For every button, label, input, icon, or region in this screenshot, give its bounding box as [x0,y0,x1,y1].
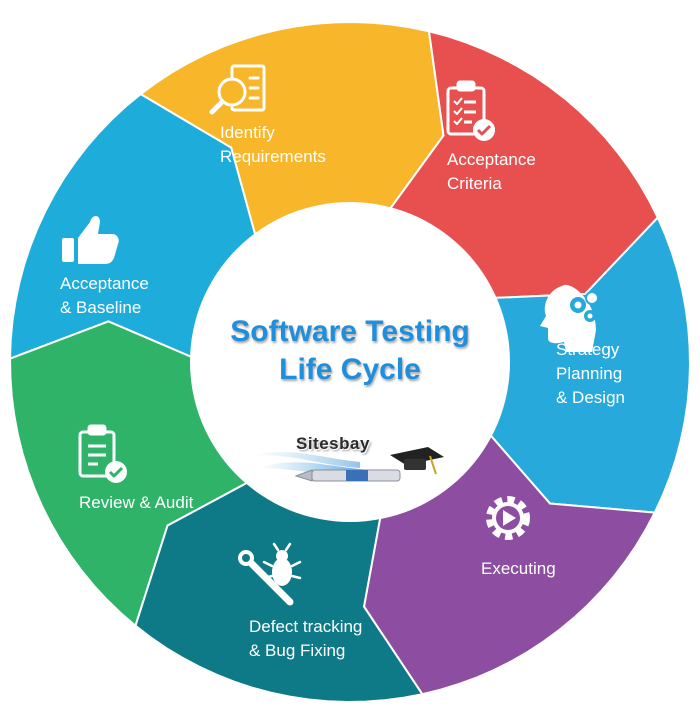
stage-label-line: Acceptance [60,272,149,296]
stage-label-line: Criteria [447,172,536,196]
stage-label-identify-requirements: Identify Requirements [220,121,326,169]
stage-label-executing: Executing [481,557,556,581]
stage-label-line: & Bug Fixing [249,639,362,663]
stage-label-line: Identify [220,121,326,145]
thumbs-up-icon [62,216,119,264]
stage-label-line: Strategy [556,338,625,362]
sitesbay-logo-text: Sitesbay [296,434,370,454]
magnifier-document-icon [212,66,264,112]
stage-label-line: Requirements [220,145,326,169]
stage-label-strategy-planning: Strategy Planning & Design [556,338,625,410]
stage-label-acceptance-baseline: Acceptance & Baseline [60,272,149,320]
gear-play-icon [490,500,526,536]
stage-label-acceptance-criteria: Acceptance Criteria [447,148,536,196]
center-title-line: Software Testing [190,313,510,351]
stage-label-line: Planning [556,362,625,386]
stage-label-line: Defect tracking [249,615,362,639]
bug-wrench-icon [238,544,300,602]
stage-label-line: Acceptance [447,148,536,172]
clipboard-check-icon [80,426,127,483]
stage-label-defect-tracking: Defect tracking & Bug Fixing [249,615,362,663]
center-title: Software Testing Life Cycle [190,313,510,389]
stage-label-line: Executing [481,557,556,581]
stage-label-line: & Design [556,386,625,410]
center-title-line: Life Cycle [190,351,510,389]
checklist-icon [448,82,495,141]
stage-label-review-audit: Review & Audit [79,491,193,515]
stage-label-line: Review & Audit [79,491,193,515]
stage-label-line: & Baseline [60,296,149,320]
